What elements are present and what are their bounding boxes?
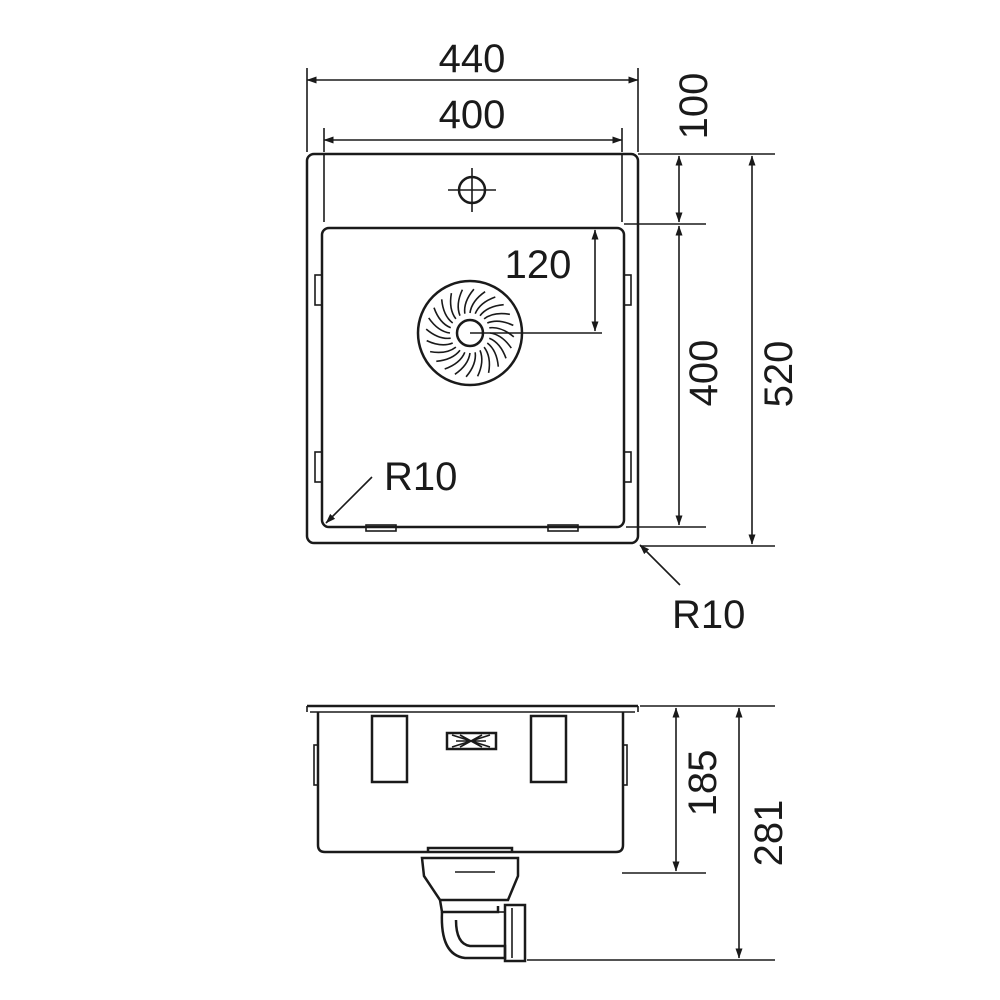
leader-outer-radius bbox=[639, 544, 681, 586]
strainer-slot bbox=[454, 352, 471, 375]
strainer-slot bbox=[465, 352, 477, 378]
leader-inner-radius bbox=[325, 476, 373, 524]
dim-overall-depth: 520 bbox=[757, 341, 801, 408]
tap-hole-icon bbox=[448, 168, 496, 212]
dim-outer-radius: R10 bbox=[672, 593, 745, 637]
strainer-slot bbox=[457, 289, 464, 317]
strainer-slot bbox=[483, 312, 511, 320]
strainer-slot bbox=[426, 339, 454, 346]
dim-drain-offset: 120 bbox=[505, 243, 572, 287]
strainer-slot bbox=[425, 328, 451, 340]
side-clip-window-right bbox=[529, 714, 568, 784]
strainer-slot bbox=[463, 288, 475, 314]
strainer-slot bbox=[476, 349, 483, 377]
strainer-slot bbox=[436, 349, 461, 363]
strainer-slot bbox=[474, 296, 496, 315]
strainer-slot bbox=[449, 292, 457, 320]
strainer-slot bbox=[469, 291, 486, 314]
sink-bowl bbox=[320, 226, 626, 529]
sink-deck-outline bbox=[323, 154, 623, 222]
side-view: 185 281 bbox=[306, 704, 791, 963]
overflow-grid-icon bbox=[445, 731, 498, 751]
dim-total-height: 281 bbox=[747, 800, 791, 867]
mounting-clips bbox=[314, 274, 632, 532]
strainer-slot bbox=[440, 299, 454, 324]
strainer-slot bbox=[483, 346, 491, 374]
sink-outer-rim bbox=[305, 152, 640, 545]
dim-bowl-width: 400 bbox=[439, 93, 506, 137]
strainer-slot bbox=[444, 351, 466, 370]
strainer-slot bbox=[433, 307, 452, 329]
strainer-slot bbox=[489, 326, 515, 338]
dim-overall-width: 440 bbox=[439, 37, 506, 81]
strainer-slot bbox=[428, 317, 451, 334]
strainer-slot bbox=[486, 342, 500, 367]
dim-deck-depth: 100 bbox=[672, 73, 716, 140]
dim-inner-radius: R10 bbox=[384, 455, 457, 499]
side-bowl-body bbox=[316, 712, 625, 854]
waste-trap bbox=[420, 846, 527, 963]
strainer-slot bbox=[479, 303, 504, 317]
side-clip-window-left bbox=[370, 714, 409, 784]
top-view: 440 400 100 400 520 120 R10 R10 bbox=[305, 37, 801, 637]
strainer-slot bbox=[429, 346, 457, 354]
dim-bowl-height: 185 bbox=[681, 750, 725, 817]
strainer-slot bbox=[486, 320, 514, 327]
dim-bowl-depth: 400 bbox=[682, 340, 726, 407]
strainer-slot bbox=[488, 337, 507, 359]
